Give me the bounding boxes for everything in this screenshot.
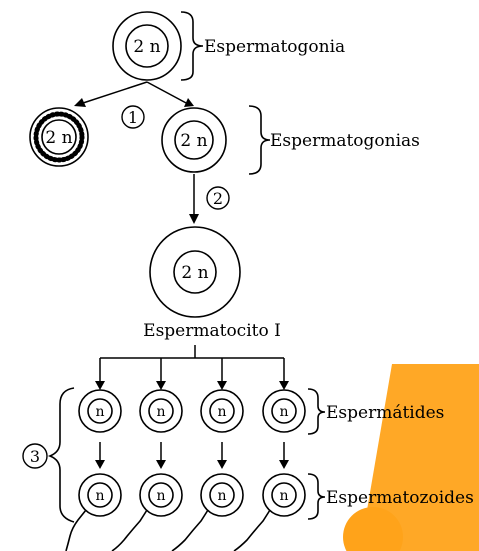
spermatid-row: n n n n — [78, 389, 306, 433]
cell-spermatogonium-right: 2 n — [161, 107, 227, 173]
cell-label: n — [156, 488, 165, 504]
watermark — [343, 364, 479, 551]
spermatid-cell: n — [139, 389, 183, 433]
spermatozoon: n — [233, 473, 306, 551]
cell-label: n — [156, 404, 165, 420]
spermatid-cell: n — [78, 389, 122, 433]
spermatid-cell: n — [262, 389, 306, 433]
cell-label: 2 n — [180, 131, 207, 151]
arrowhead-right — [184, 98, 194, 107]
spermatozoon: n — [171, 473, 244, 551]
watermark-triangle — [360, 364, 479, 551]
cell-label: n — [279, 488, 288, 504]
cell-label: n — [217, 404, 226, 420]
bracket-spermatozoa — [307, 473, 326, 520]
cell-label: n — [217, 488, 226, 504]
spermatozoon: n — [111, 473, 183, 551]
step-badge-3: 3 — [22, 443, 48, 469]
bracket-spermatogonias — [248, 105, 271, 175]
cell-label: 2 n — [181, 263, 208, 283]
spermatid-cell: n — [200, 389, 244, 433]
step-badge-1: 1 — [121, 105, 145, 129]
cell-label: n — [95, 404, 104, 420]
label-spermatogonium: Espermatogonia — [204, 37, 345, 57]
cell-label: n — [95, 488, 104, 504]
cell-label: n — [279, 404, 288, 420]
arrowhead-step-2 — [189, 214, 199, 224]
division-lines — [99, 345, 285, 384]
division-arrowheads — [95, 381, 289, 390]
brace-step-3 — [47, 387, 75, 523]
label-spermatozoa: Espermatozoides — [326, 488, 474, 508]
cell-spermatogonium-top: 2 n — [112, 11, 182, 81]
label-spermatogonias: Espermatogonias — [270, 131, 420, 151]
bracket-spermatogonium — [180, 11, 204, 81]
label-spermatids: Espermátides — [326, 403, 444, 423]
label-spermatocyte: Espermatocito I — [143, 321, 281, 341]
watermark-circle — [343, 507, 403, 551]
cell-apoptotic-dotted: 2 n — [29, 107, 89, 167]
spermatozoa-row: n n n n — [65, 473, 306, 551]
spermatozoon: n — [65, 473, 122, 551]
cell-spermatocyte: 2 n — [149, 226, 241, 318]
cell-label: 2 n — [45, 128, 72, 148]
svg-text:2: 2 — [213, 189, 223, 208]
step-badge-2: 2 — [206, 186, 230, 210]
arrowhead-left — [74, 98, 86, 107]
arrows-step-1 — [79, 81, 189, 105]
maturation-arrows — [95, 442, 289, 469]
bracket-spermatids — [307, 388, 326, 435]
svg-text:1: 1 — [128, 108, 138, 127]
svg-text:3: 3 — [30, 447, 40, 466]
cell-label: 2 n — [133, 37, 160, 57]
